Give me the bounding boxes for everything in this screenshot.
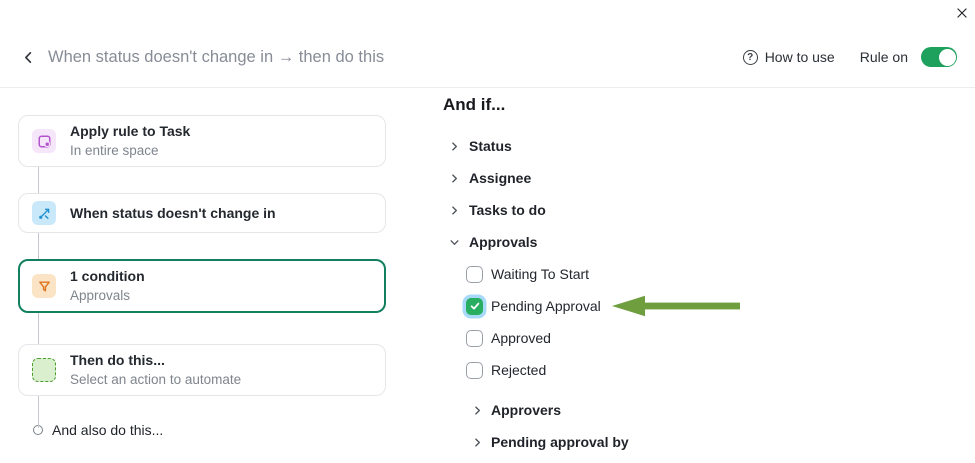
rule-toggle[interactable] xyxy=(921,47,957,67)
tree-item-pending-approval-by[interactable]: Pending approval by xyxy=(443,426,833,458)
task-note-icon xyxy=(32,129,56,153)
filter-funnel-icon xyxy=(32,274,56,298)
header: When status doesn't change in → then do … xyxy=(16,42,957,72)
option-pending-approval[interactable]: Pending Approval xyxy=(443,290,833,322)
option-label: Pending Approval xyxy=(491,298,601,314)
tree-item-label: Tasks to do xyxy=(469,202,546,218)
chevron-right-icon xyxy=(471,437,483,448)
status-change-icon xyxy=(32,201,56,225)
step-text: Apply rule to Task In entire space xyxy=(70,123,190,159)
option-label: Approved xyxy=(491,330,551,346)
step-title: Then do this... xyxy=(70,352,165,368)
step-title: Apply rule to Task xyxy=(70,123,191,139)
tree-item-label: Approvals xyxy=(469,234,538,250)
close-icon xyxy=(955,6,969,20)
chevron-right-icon xyxy=(471,405,483,416)
chevron-right-icon xyxy=(448,140,460,152)
how-to-use-link[interactable]: ? How to use xyxy=(742,49,835,65)
annotation-arrow-left-icon xyxy=(612,295,742,317)
action-placeholder-icon xyxy=(32,358,56,382)
chevron-down-icon xyxy=(448,236,460,248)
option-approved[interactable]: Approved xyxy=(443,322,833,354)
tree-item-label: Assignee xyxy=(469,170,532,186)
checkbox-unchecked-icon[interactable] xyxy=(466,329,483,347)
step-card-condition[interactable]: 1 condition Approvals xyxy=(18,259,386,313)
help-question-icon: ? xyxy=(742,49,758,65)
option-label: Waiting To Start xyxy=(491,266,590,282)
tree-item-assignee[interactable]: Assignee xyxy=(443,162,833,194)
step-text: When status doesn't change in xyxy=(70,205,276,222)
step-subtitle: Approvals xyxy=(70,288,131,303)
and-also-do-this-label: And also do this... xyxy=(52,422,164,438)
tree-item-approvers[interactable]: Approvers xyxy=(443,394,833,426)
toggle-knob xyxy=(938,48,956,66)
rule-on-label: Rule on xyxy=(859,49,908,65)
step-text: Then do this... Select an action to auto… xyxy=(70,352,241,388)
checkbox-unchecked-icon[interactable] xyxy=(466,265,483,283)
tree-item-status[interactable]: Status xyxy=(443,130,833,162)
tree-item-label: Pending approval by xyxy=(491,434,629,450)
option-rejected[interactable]: Rejected xyxy=(443,354,833,386)
step-card-action[interactable]: Then do this... Select an action to auto… xyxy=(18,344,386,396)
option-label: Rejected xyxy=(491,362,547,378)
and-also-do-this-button[interactable]: And also do this... xyxy=(18,422,386,438)
chevron-right-icon xyxy=(448,172,460,184)
step-card-trigger[interactable]: When status doesn't change in xyxy=(18,193,386,233)
tree-item-label: Approvers xyxy=(491,402,562,418)
step-title: 1 condition xyxy=(70,268,145,284)
gap xyxy=(443,386,833,394)
how-to-use-label: How to use xyxy=(764,49,835,65)
step-subtitle: Select an action to automate xyxy=(70,372,242,387)
back-button[interactable] xyxy=(16,45,40,69)
tree-item-label: Status xyxy=(469,138,512,154)
chevron-right-icon xyxy=(448,204,460,216)
chevron-left-icon xyxy=(21,50,36,65)
step-subtitle: In entire space xyxy=(70,143,159,158)
tree-item-approvals[interactable]: Approvals xyxy=(443,226,833,258)
page-title: When status doesn't change in → then do … xyxy=(48,47,385,66)
checkbox-unchecked-icon[interactable] xyxy=(466,361,483,379)
tree-item-tasks-to-do[interactable]: Approvals Tasks to do xyxy=(443,194,833,226)
close-button[interactable] xyxy=(951,2,973,24)
step-text: 1 condition Approvals xyxy=(70,268,145,304)
step-title: When status doesn't change in xyxy=(70,204,276,221)
option-waiting-to-start[interactable]: Waiting To Start xyxy=(443,258,833,290)
checkbox-checked-icon[interactable] xyxy=(466,297,483,315)
workflow-panel: Apply rule to Task In entire space When … xyxy=(18,115,386,438)
header-divider xyxy=(0,87,975,88)
conditions-panel: And if... Status Assignee Approvals Task… xyxy=(443,94,833,458)
and-if-heading: And if... xyxy=(443,95,506,114)
step-card-apply-rule[interactable]: Apply rule to Task In entire space xyxy=(18,115,386,167)
